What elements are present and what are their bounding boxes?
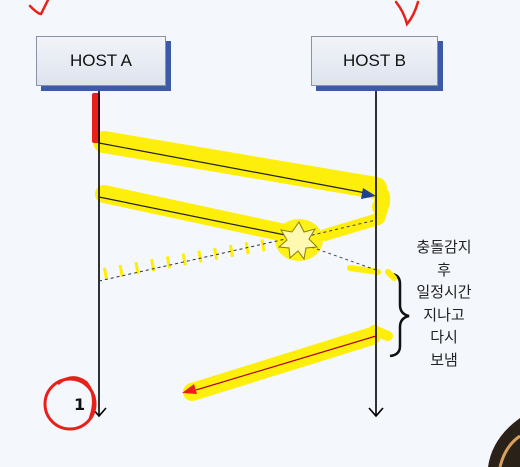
host-b-label: HOST B bbox=[343, 51, 406, 70]
pen-circle-loop bbox=[57, 376, 95, 419]
highlighter-strokes bbox=[93, 131, 393, 401]
collision-signal-to-b bbox=[299, 219, 377, 239]
retransmit-arrow bbox=[195, 335, 377, 391]
retransmit-arrow-head bbox=[182, 384, 197, 394]
frame-arrow-2 bbox=[98, 196, 291, 237]
pen-mark-host-a bbox=[92, 93, 100, 143]
timeline-host-b-arrow bbox=[368, 407, 384, 418]
frame-arrow-1-head bbox=[361, 188, 376, 199]
corner-decoration-edge bbox=[498, 434, 520, 467]
note-line: 후 bbox=[437, 260, 451, 279]
pen-circle-mark bbox=[43, 377, 97, 431]
host-a-label: HOST A bbox=[69, 51, 133, 70]
pen-tick-left bbox=[28, 0, 50, 16]
note-line: 일정시간 bbox=[416, 283, 472, 301]
note-line: 지나고 bbox=[423, 305, 465, 324]
collision-note: 충돌감지 후 일정시간 지나고 다시 보냄 bbox=[404, 236, 484, 371]
curly-brace-icon bbox=[389, 272, 410, 358]
collision-signal-to-a bbox=[98, 237, 291, 282]
note-line: 다시 bbox=[430, 328, 458, 346]
frame-arrow-1 bbox=[98, 142, 367, 194]
note-line: 보냄 bbox=[430, 350, 458, 369]
brace-highlight bbox=[385, 269, 397, 281]
collision-star-icon bbox=[277, 221, 319, 261]
host-a-box: HOST A bbox=[36, 36, 166, 86]
host-b-box: HOST B bbox=[311, 36, 438, 86]
highlighter-dashes bbox=[102, 238, 272, 280]
corner-decoration bbox=[488, 418, 520, 467]
circled-mark-label: 1 bbox=[74, 395, 85, 414]
pen-tick-right bbox=[394, 0, 420, 27]
note-line: 충돌감지 bbox=[416, 238, 472, 256]
